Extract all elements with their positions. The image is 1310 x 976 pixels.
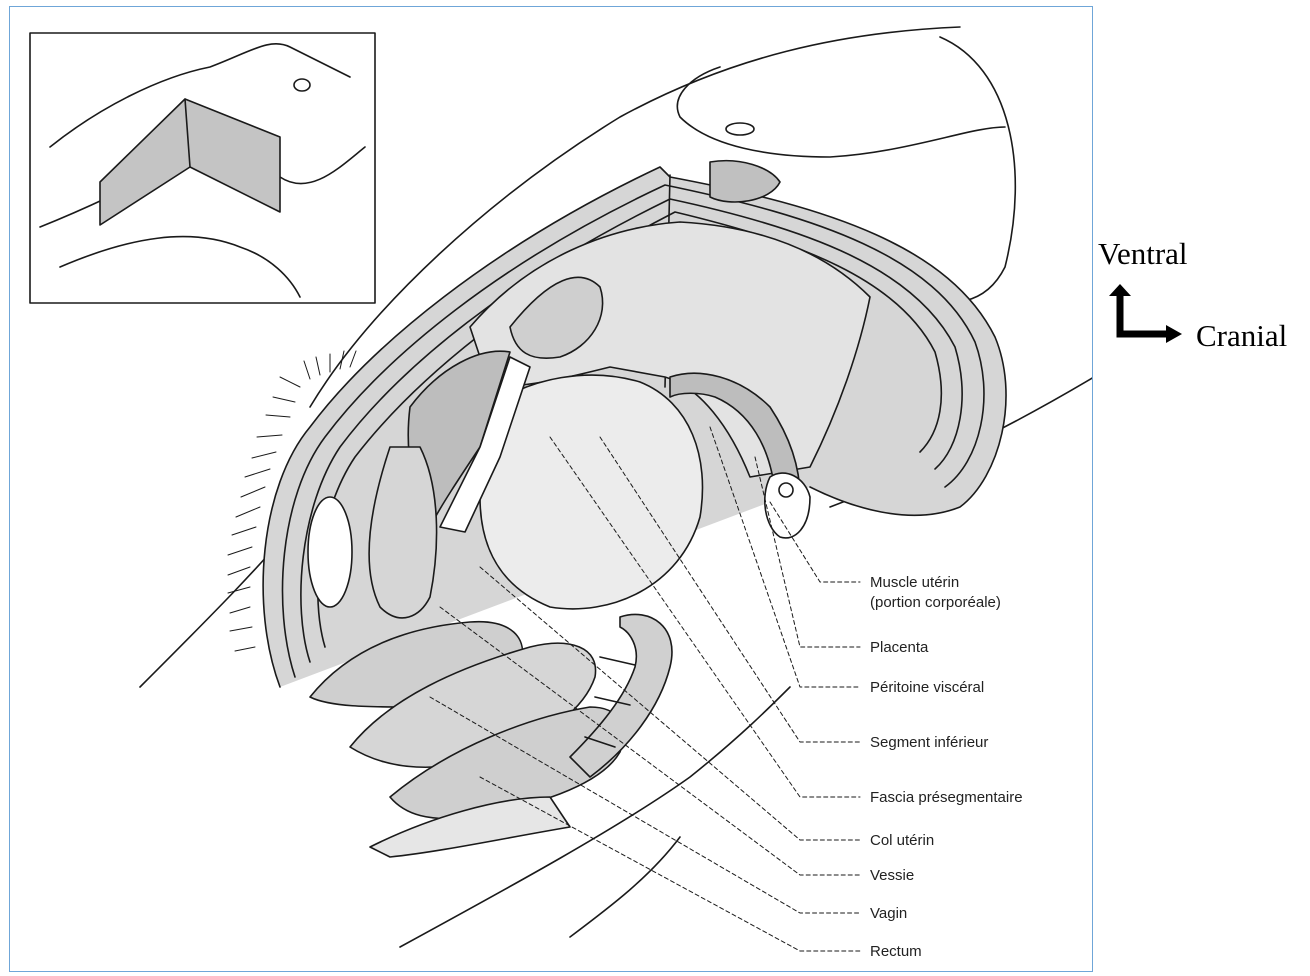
sagittal-section-illustration [10, 7, 1093, 972]
inset-patient-view [30, 33, 375, 303]
orientation-ventral-label: Ventral [1098, 236, 1188, 272]
label-fascia-presegmentaire: Fascia présegmentaire [870, 789, 1023, 807]
label-col-uterin: Col utérin [870, 832, 934, 850]
label-placenta: Placenta [870, 639, 928, 657]
orientation-cranial-label: Cranial [1196, 318, 1287, 354]
label-muscle-uterin: Muscle utérin [870, 574, 959, 592]
orientation-arrow-icon [1108, 282, 1198, 346]
label-vessie: Vessie [870, 867, 914, 885]
label-rectum: Rectum [870, 943, 922, 961]
figure-frame: Muscle utérin (portion corporéale) Place… [9, 6, 1093, 972]
label-segment-inferieur: Segment inférieur [870, 734, 988, 752]
label-peritoine-visceral: Péritoine viscéral [870, 679, 984, 697]
label-vagin: Vagin [870, 905, 907, 923]
label-portion-corporeale: (portion corporéale) [870, 594, 1001, 612]
